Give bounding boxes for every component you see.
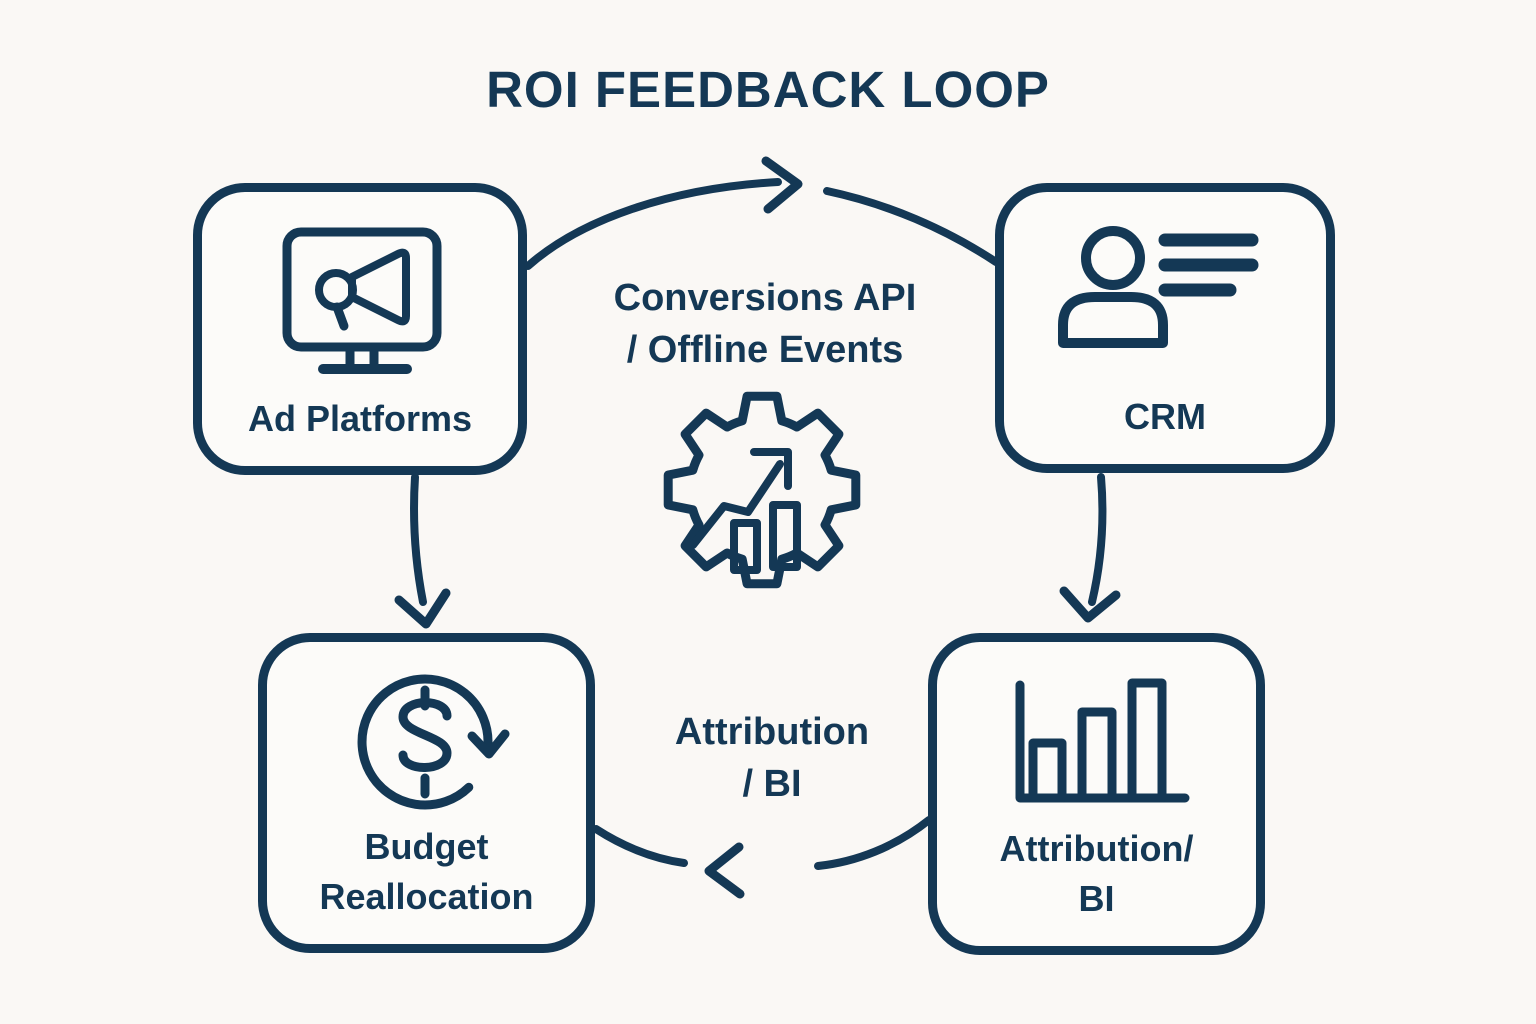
- flow-label-conversions-api: Conversions API / Offline Events: [515, 272, 1015, 376]
- chart-bar: [1077, 707, 1117, 803]
- flow-label-attribution-bi: Attribution / BI: [572, 706, 972, 810]
- person-head: [1081, 226, 1145, 290]
- node-label-line: Reallocation: [319, 876, 534, 917]
- flow-label-line: Attribution: [674, 711, 870, 753]
- arrow-ad-to-crm: [524, 156, 1000, 270]
- node-label-line: Attribution/: [999, 828, 1194, 869]
- node-attribution-bi: Attribution/ BI: [928, 633, 1265, 955]
- person-shoulders: [1058, 292, 1168, 348]
- mini-bar: [730, 519, 761, 574]
- cycle-arrowhead: [467, 729, 510, 759]
- megaphone-mouth: [315, 269, 357, 311]
- arrow-attribution-to-budget: [592, 816, 933, 899]
- arrowhead-down-icon: [394, 588, 451, 629]
- flow-label-line: Conversions API: [613, 277, 917, 319]
- dollar-cycle-icon: [357, 674, 510, 810]
- arrow-crm-to-attribution: [1059, 473, 1121, 623]
- contact-card-icon: [1058, 226, 1259, 348]
- arrowhead-down-icon: [1059, 586, 1121, 623]
- monitor-megaphone-icon: [282, 227, 442, 374]
- node-label-line: Budget: [364, 826, 489, 867]
- dollar-sign: [398, 685, 452, 799]
- megaphone-horn: [348, 248, 410, 326]
- node-budget-reallocation: Budget Reallocation: [258, 633, 595, 953]
- node-label-line: BI: [1078, 878, 1115, 919]
- node-label: CRM: [1124, 396, 1206, 437]
- diagram-title: ROI FEEDBACK LOOP: [486, 61, 1050, 118]
- megaphone-handle: [332, 302, 349, 331]
- trend-arrow: [689, 460, 784, 549]
- chart-bar: [1028, 738, 1067, 803]
- arrowhead-right-icon: [761, 156, 803, 214]
- cycle-arc: [357, 674, 493, 810]
- node-label: Attribution/ BI: [937, 824, 1256, 924]
- bar-chart-icon: [1015, 678, 1190, 803]
- flow-label-line: / BI: [742, 763, 802, 805]
- monitor-stand: [345, 342, 379, 369]
- node-label: Budget Reallocation: [267, 822, 586, 922]
- chart-bar: [1127, 678, 1167, 803]
- flow-label-line: / Offline Events: [626, 329, 904, 371]
- gear-growth-icon: [663, 391, 861, 589]
- node-crm: CRM: [995, 183, 1335, 473]
- mini-bar: [769, 501, 801, 571]
- trend-arrowhead: [750, 448, 792, 490]
- node-label: Ad Platforms: [247, 398, 473, 439]
- monitor-screen: [282, 227, 442, 352]
- arrow-ad-to-budget: [394, 473, 451, 629]
- node-ad-platforms: Ad Platforms: [193, 183, 527, 475]
- arrowhead-left-icon: [704, 842, 745, 899]
